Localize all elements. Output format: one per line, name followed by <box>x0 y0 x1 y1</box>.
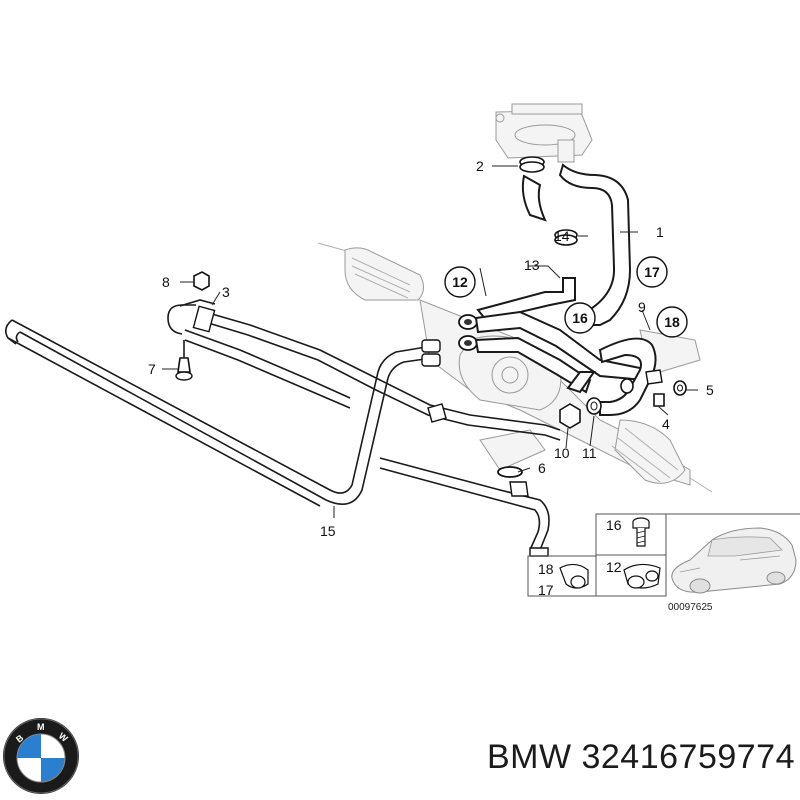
callouts: 1 2 3 4 5 6 7 8 9 10 11 13 14 15 <box>148 158 714 539</box>
clip-18-icon <box>559 563 589 589</box>
seal-rings-4-5 <box>620 369 687 407</box>
callout-6: 6 <box>538 460 546 476</box>
clip-12-icon <box>623 563 661 589</box>
bmw-logo: B M W <box>3 718 79 794</box>
callout-12: 12 <box>452 274 468 290</box>
svg-text:B: B <box>14 732 26 744</box>
banjo-bolt-10 <box>559 397 602 429</box>
callout-8: 8 <box>162 274 170 290</box>
hose-clamp-2 <box>519 156 545 173</box>
callout-2: 2 <box>476 158 484 174</box>
leader-lines <box>162 165 698 518</box>
callout-15: 15 <box>320 523 336 539</box>
callout-5: 5 <box>706 382 714 398</box>
callout-16: 16 <box>572 310 588 326</box>
drawing-number: 00097625 <box>668 602 713 613</box>
hose-13 <box>476 174 576 322</box>
inset-label-17: 17 <box>538 582 554 598</box>
callout-18: 18 <box>664 314 680 330</box>
nut-8 <box>193 271 210 291</box>
callout-14: 14 <box>554 228 570 244</box>
inset-label-16: 16 <box>606 517 622 533</box>
callout-9: 9 <box>638 299 646 315</box>
callout-3: 3 <box>222 284 230 300</box>
inset-panel: 16 18 17 12 00097625 <box>527 513 800 613</box>
pipe-3 <box>167 299 561 441</box>
part-number-caption: BMW 32416759774 <box>486 738 795 776</box>
callout-1: 1 <box>656 224 664 240</box>
svg-text:M: M <box>37 722 45 732</box>
callout-10: 10 <box>554 445 570 461</box>
callout-17: 17 <box>644 264 660 280</box>
callout-7: 7 <box>148 361 156 377</box>
hose-9 <box>566 337 657 416</box>
circled-callouts: 12 17 16 18 <box>444 256 688 338</box>
car-silhouette <box>671 527 797 594</box>
reservoir <box>495 103 593 163</box>
cooler-loop-15 <box>4 319 550 557</box>
callout-4: 4 <box>662 416 670 432</box>
callout-13: 13 <box>524 257 540 273</box>
hose-clamp-14 <box>554 229 578 246</box>
callout-11: 11 <box>582 445 597 461</box>
inset-label-18: 18 <box>538 561 554 577</box>
seal-ring-6 <box>497 466 523 478</box>
bracket-7 <box>175 340 193 381</box>
bolt-16-icon <box>632 517 650 547</box>
inset-label-12: 12 <box>606 559 622 575</box>
